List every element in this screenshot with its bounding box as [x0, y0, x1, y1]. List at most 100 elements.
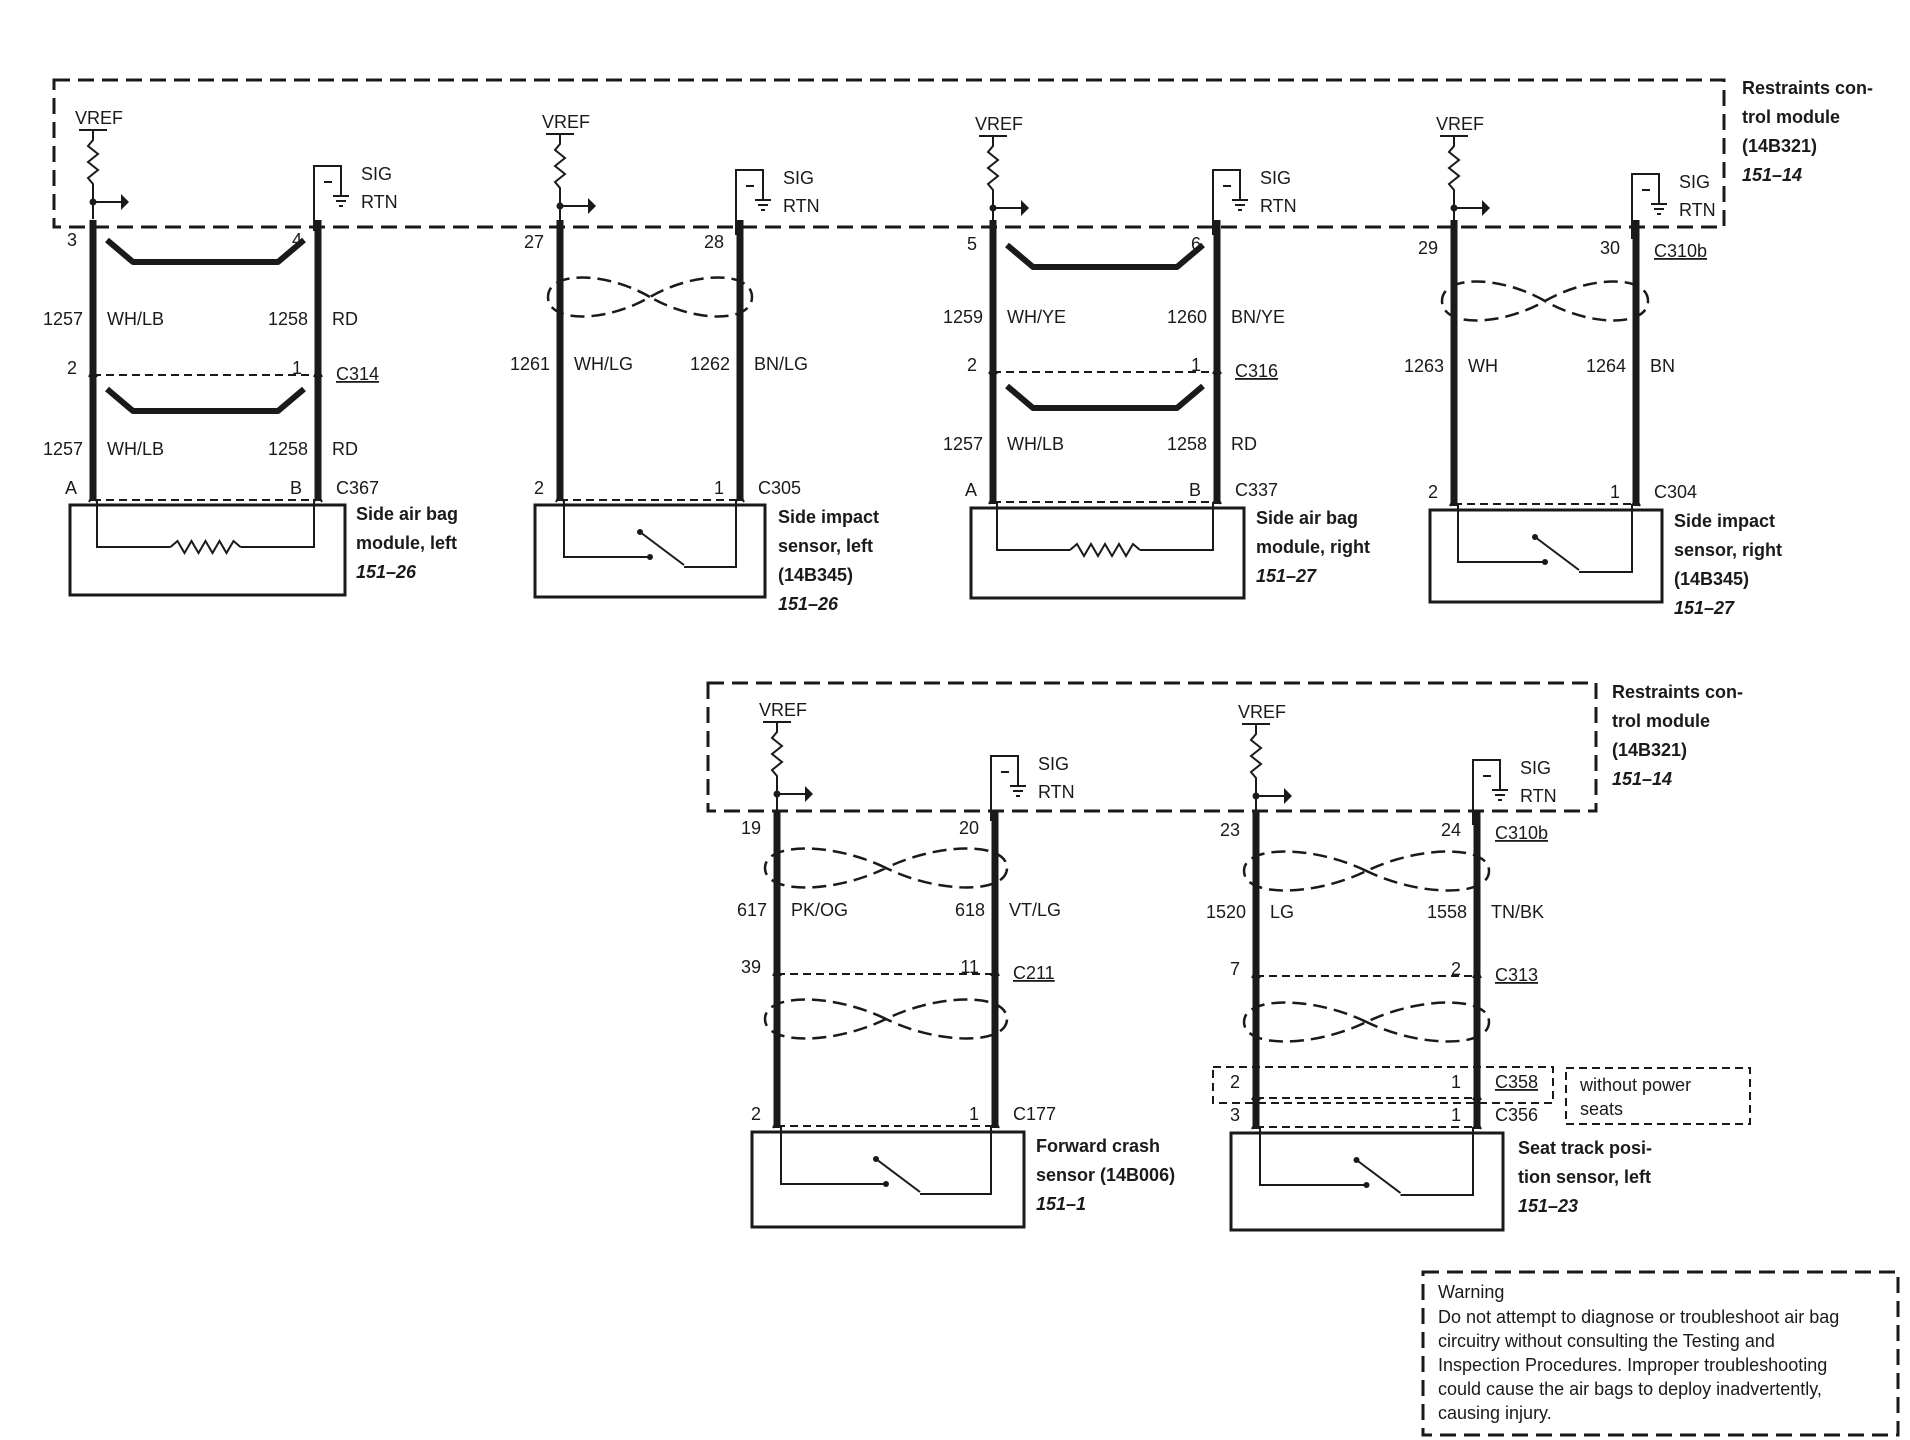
pin-number: 1 — [969, 1104, 979, 1124]
device-name: module, left — [356, 533, 457, 553]
shorting-bar — [1005, 242, 1205, 270]
shorting-bar — [105, 237, 306, 265]
sig-label: SIG — [1038, 754, 1069, 774]
device-name: (14B345) — [778, 565, 853, 585]
pin-number: 2 — [1428, 482, 1438, 502]
device-lead — [240, 499, 315, 548]
vref-label: VREF — [75, 108, 123, 128]
device-name: Side impact — [778, 507, 879, 527]
sig-label: SIG — [783, 168, 814, 188]
pin-icon — [555, 491, 565, 503]
circuit-number: 1520 — [1206, 902, 1246, 922]
sig-label: SIG — [1520, 758, 1551, 778]
device-name: Seat track posi- — [1518, 1138, 1652, 1158]
sig-return-path — [1212, 169, 1241, 235]
sense-arrow-icon — [1482, 200, 1490, 216]
sense-arrow-icon — [588, 198, 596, 214]
wire-color: PK/OG — [791, 900, 848, 920]
device-page-reference: 151–27 — [1674, 598, 1735, 618]
sense-arrow-icon — [805, 786, 813, 802]
connector-id: C314 — [336, 364, 379, 384]
wire-color: RD — [1231, 434, 1257, 454]
pin-number: A — [65, 478, 77, 498]
device-name: sensor, left — [778, 536, 873, 556]
pin-number: 2 — [1230, 1072, 1240, 1092]
switch-arm-icon — [639, 531, 685, 566]
switch-contact-icon — [883, 1181, 889, 1187]
connector-id: C356 — [1495, 1105, 1538, 1125]
device-name: sensor (14B006) — [1036, 1165, 1175, 1185]
vref-label: VREF — [759, 700, 807, 720]
pin-number: 20 — [959, 818, 979, 838]
device-lead — [563, 499, 650, 558]
pin-number: 3 — [67, 230, 77, 250]
sig-label: SIG — [1679, 172, 1710, 192]
pin-number: 2 — [67, 358, 77, 378]
connector-id: C310b — [1495, 823, 1548, 843]
device-lead — [96, 499, 171, 548]
rtn-label: RTN — [361, 192, 398, 212]
sig-return-path — [990, 755, 1019, 821]
vref-label: VREF — [542, 112, 590, 132]
circuit-number: 1263 — [1404, 356, 1444, 376]
warning-text: Do not attempt to diagnose or troublesho… — [1438, 1307, 1839, 1327]
sig-return-path — [313, 165, 342, 231]
pullup-resistor — [1249, 724, 1263, 813]
device-lead — [1140, 502, 1214, 551]
pin-number: 4 — [292, 230, 302, 250]
pin-icon — [1472, 967, 1482, 979]
sig-return-path — [1631, 173, 1660, 239]
vref-label: VREF — [1238, 702, 1286, 722]
wire-color: RD — [332, 439, 358, 459]
device-lead — [1579, 504, 1633, 573]
twisted-pair-symbol — [546, 276, 754, 318]
warning-text: circuitry without consulting the Testing… — [1438, 1331, 1775, 1351]
circuit-number: 1260 — [1167, 307, 1207, 327]
circuit-number: 1259 — [943, 307, 983, 327]
sense-arrow-icon — [1284, 788, 1292, 804]
twisted-pair-symbol — [1440, 280, 1650, 322]
connector-id: C313 — [1495, 965, 1538, 985]
rtn-label: RTN — [1679, 200, 1716, 220]
circuit-number: 1258 — [268, 309, 308, 329]
twisted-pair-symbol — [1242, 1001, 1491, 1043]
option-note: seats — [1580, 1099, 1623, 1119]
switch-arm-icon — [1355, 1159, 1402, 1194]
sense-arrow-icon — [121, 194, 129, 210]
pin-number: 1 — [1451, 1072, 1461, 1092]
pin-number: 2 — [751, 1104, 761, 1124]
connector-id: C305 — [758, 478, 801, 498]
connector-id: C211 — [1013, 963, 1055, 983]
pullup-resistor — [86, 130, 100, 219]
circuit-number: 1258 — [1167, 434, 1207, 454]
wire-color: TN/BK — [1491, 902, 1544, 922]
option-note: without power — [1579, 1075, 1691, 1095]
device-box — [533, 503, 767, 599]
pin-number: 24 — [1441, 820, 1461, 840]
pin-number: 1 — [1191, 355, 1201, 375]
device-name: Side air bag — [1256, 508, 1358, 528]
sig-label: SIG — [361, 164, 392, 184]
module-label: Restraints con- — [1742, 78, 1873, 98]
circuit-number: 1257 — [943, 434, 983, 454]
pin-number: 29 — [1418, 238, 1438, 258]
pin-icon — [990, 1117, 1000, 1129]
device-name: sensor, right — [1674, 540, 1782, 560]
device-box — [969, 506, 1246, 600]
device-name: (14B345) — [1674, 569, 1749, 589]
device-lead — [1400, 1127, 1474, 1196]
wire-color: BN/LG — [754, 354, 808, 374]
circuit-number: 1257 — [43, 309, 83, 329]
pin-number: 1 — [1610, 482, 1620, 502]
pin-icon — [1631, 495, 1641, 507]
pin-icon — [990, 965, 1000, 977]
device-box — [1229, 1131, 1505, 1232]
pin-number: B — [1189, 480, 1201, 500]
pin-icon — [988, 363, 998, 375]
warning-text: could cause the air bags to deploy inadv… — [1438, 1379, 1822, 1399]
connector-id: C367 — [336, 478, 379, 498]
pin-icon — [313, 491, 323, 503]
pin-number: 39 — [741, 957, 761, 977]
restraints-module-boundary — [706, 681, 1598, 813]
squib-resistor-icon — [169, 539, 242, 555]
